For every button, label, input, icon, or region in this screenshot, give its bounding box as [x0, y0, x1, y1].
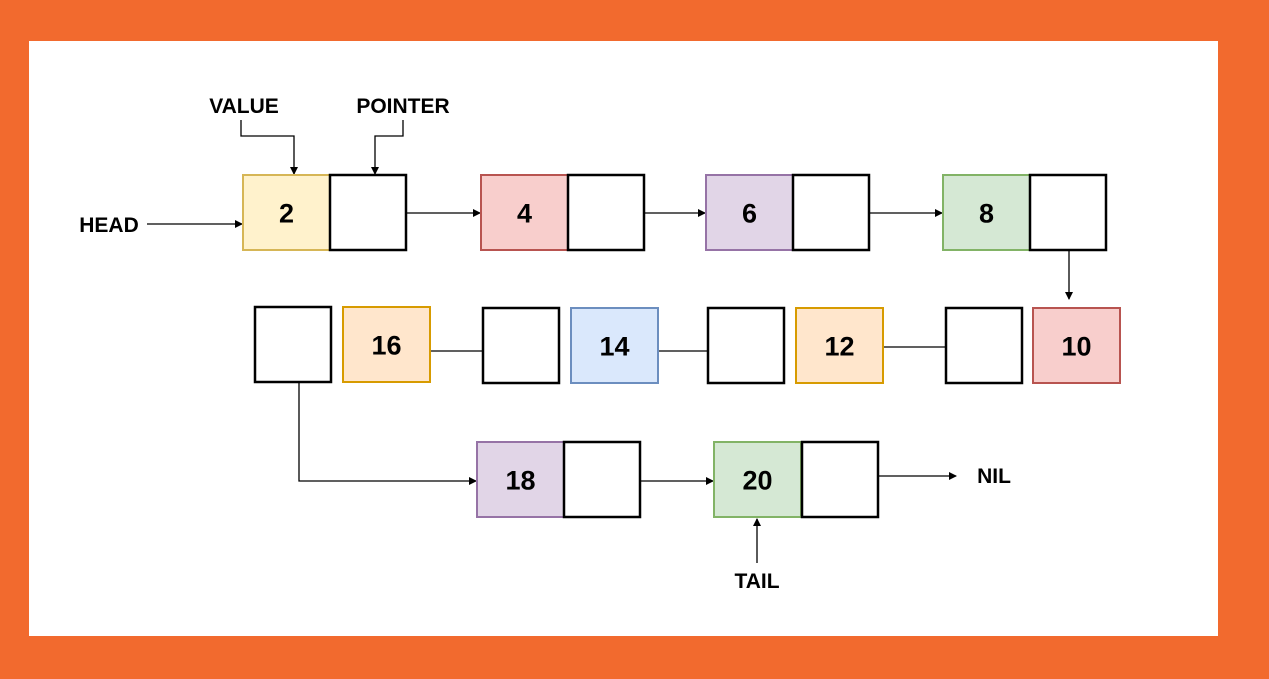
node-value-box — [476, 441, 565, 518]
node-pointer-box — [706, 306, 786, 385]
list-node: 4 — [480, 173, 646, 252]
list-node: 14 — [481, 306, 659, 385]
node-value-box — [705, 174, 794, 251]
node-value-box — [480, 174, 569, 251]
pointer-arrows — [147, 120, 1073, 563]
node-value: 18 — [505, 466, 535, 496]
list-node: 12 — [706, 306, 884, 385]
node-value-box — [242, 174, 331, 251]
nodes-layer: 2 4 6 8 10 12 14 16 18 20 — [242, 173, 1121, 519]
list-node: 2 — [242, 173, 408, 252]
node-pointer-box — [791, 173, 871, 252]
node-value: 2 — [279, 199, 294, 229]
node-value: 8 — [979, 199, 994, 229]
node-pointer-box — [562, 440, 642, 519]
list-node: 8 — [942, 173, 1108, 252]
node-pointer-box — [481, 306, 561, 385]
next-arrow — [298, 382, 477, 485]
pointer-annotation-arrow — [371, 120, 404, 175]
node-pointer-box — [328, 173, 408, 252]
node-value: 12 — [824, 332, 854, 362]
node-value-box — [570, 307, 659, 384]
nil-label: NIL — [977, 465, 1011, 488]
list-node: 6 — [705, 173, 871, 252]
list-node: 18 — [476, 440, 642, 519]
node-value-box — [342, 306, 431, 383]
node-value-box — [1032, 307, 1121, 384]
node-value: 20 — [742, 466, 772, 496]
node-pointer-box — [1028, 173, 1108, 252]
node-value: 10 — [1061, 332, 1091, 362]
node-pointer-box — [800, 440, 880, 519]
list-node: 10 — [944, 306, 1121, 385]
tail-label: TAIL — [734, 570, 779, 593]
node-value: 14 — [599, 332, 629, 362]
node-value: 4 — [517, 199, 532, 229]
list-node: 16 — [253, 305, 431, 384]
head-label: HEAD — [79, 214, 139, 237]
value-annotation-arrow — [240, 120, 298, 175]
node-pointer-box — [944, 306, 1024, 385]
node-value: 16 — [371, 331, 401, 361]
pointer-label: POINTER — [356, 95, 449, 118]
node-value-box — [942, 174, 1031, 251]
list-node: 20 — [713, 440, 880, 519]
node-value-box — [795, 307, 884, 384]
node-pointer-box — [253, 305, 333, 384]
value-label: VALUE — [209, 95, 279, 118]
node-value: 6 — [742, 199, 757, 229]
node-pointer-box — [566, 173, 646, 252]
